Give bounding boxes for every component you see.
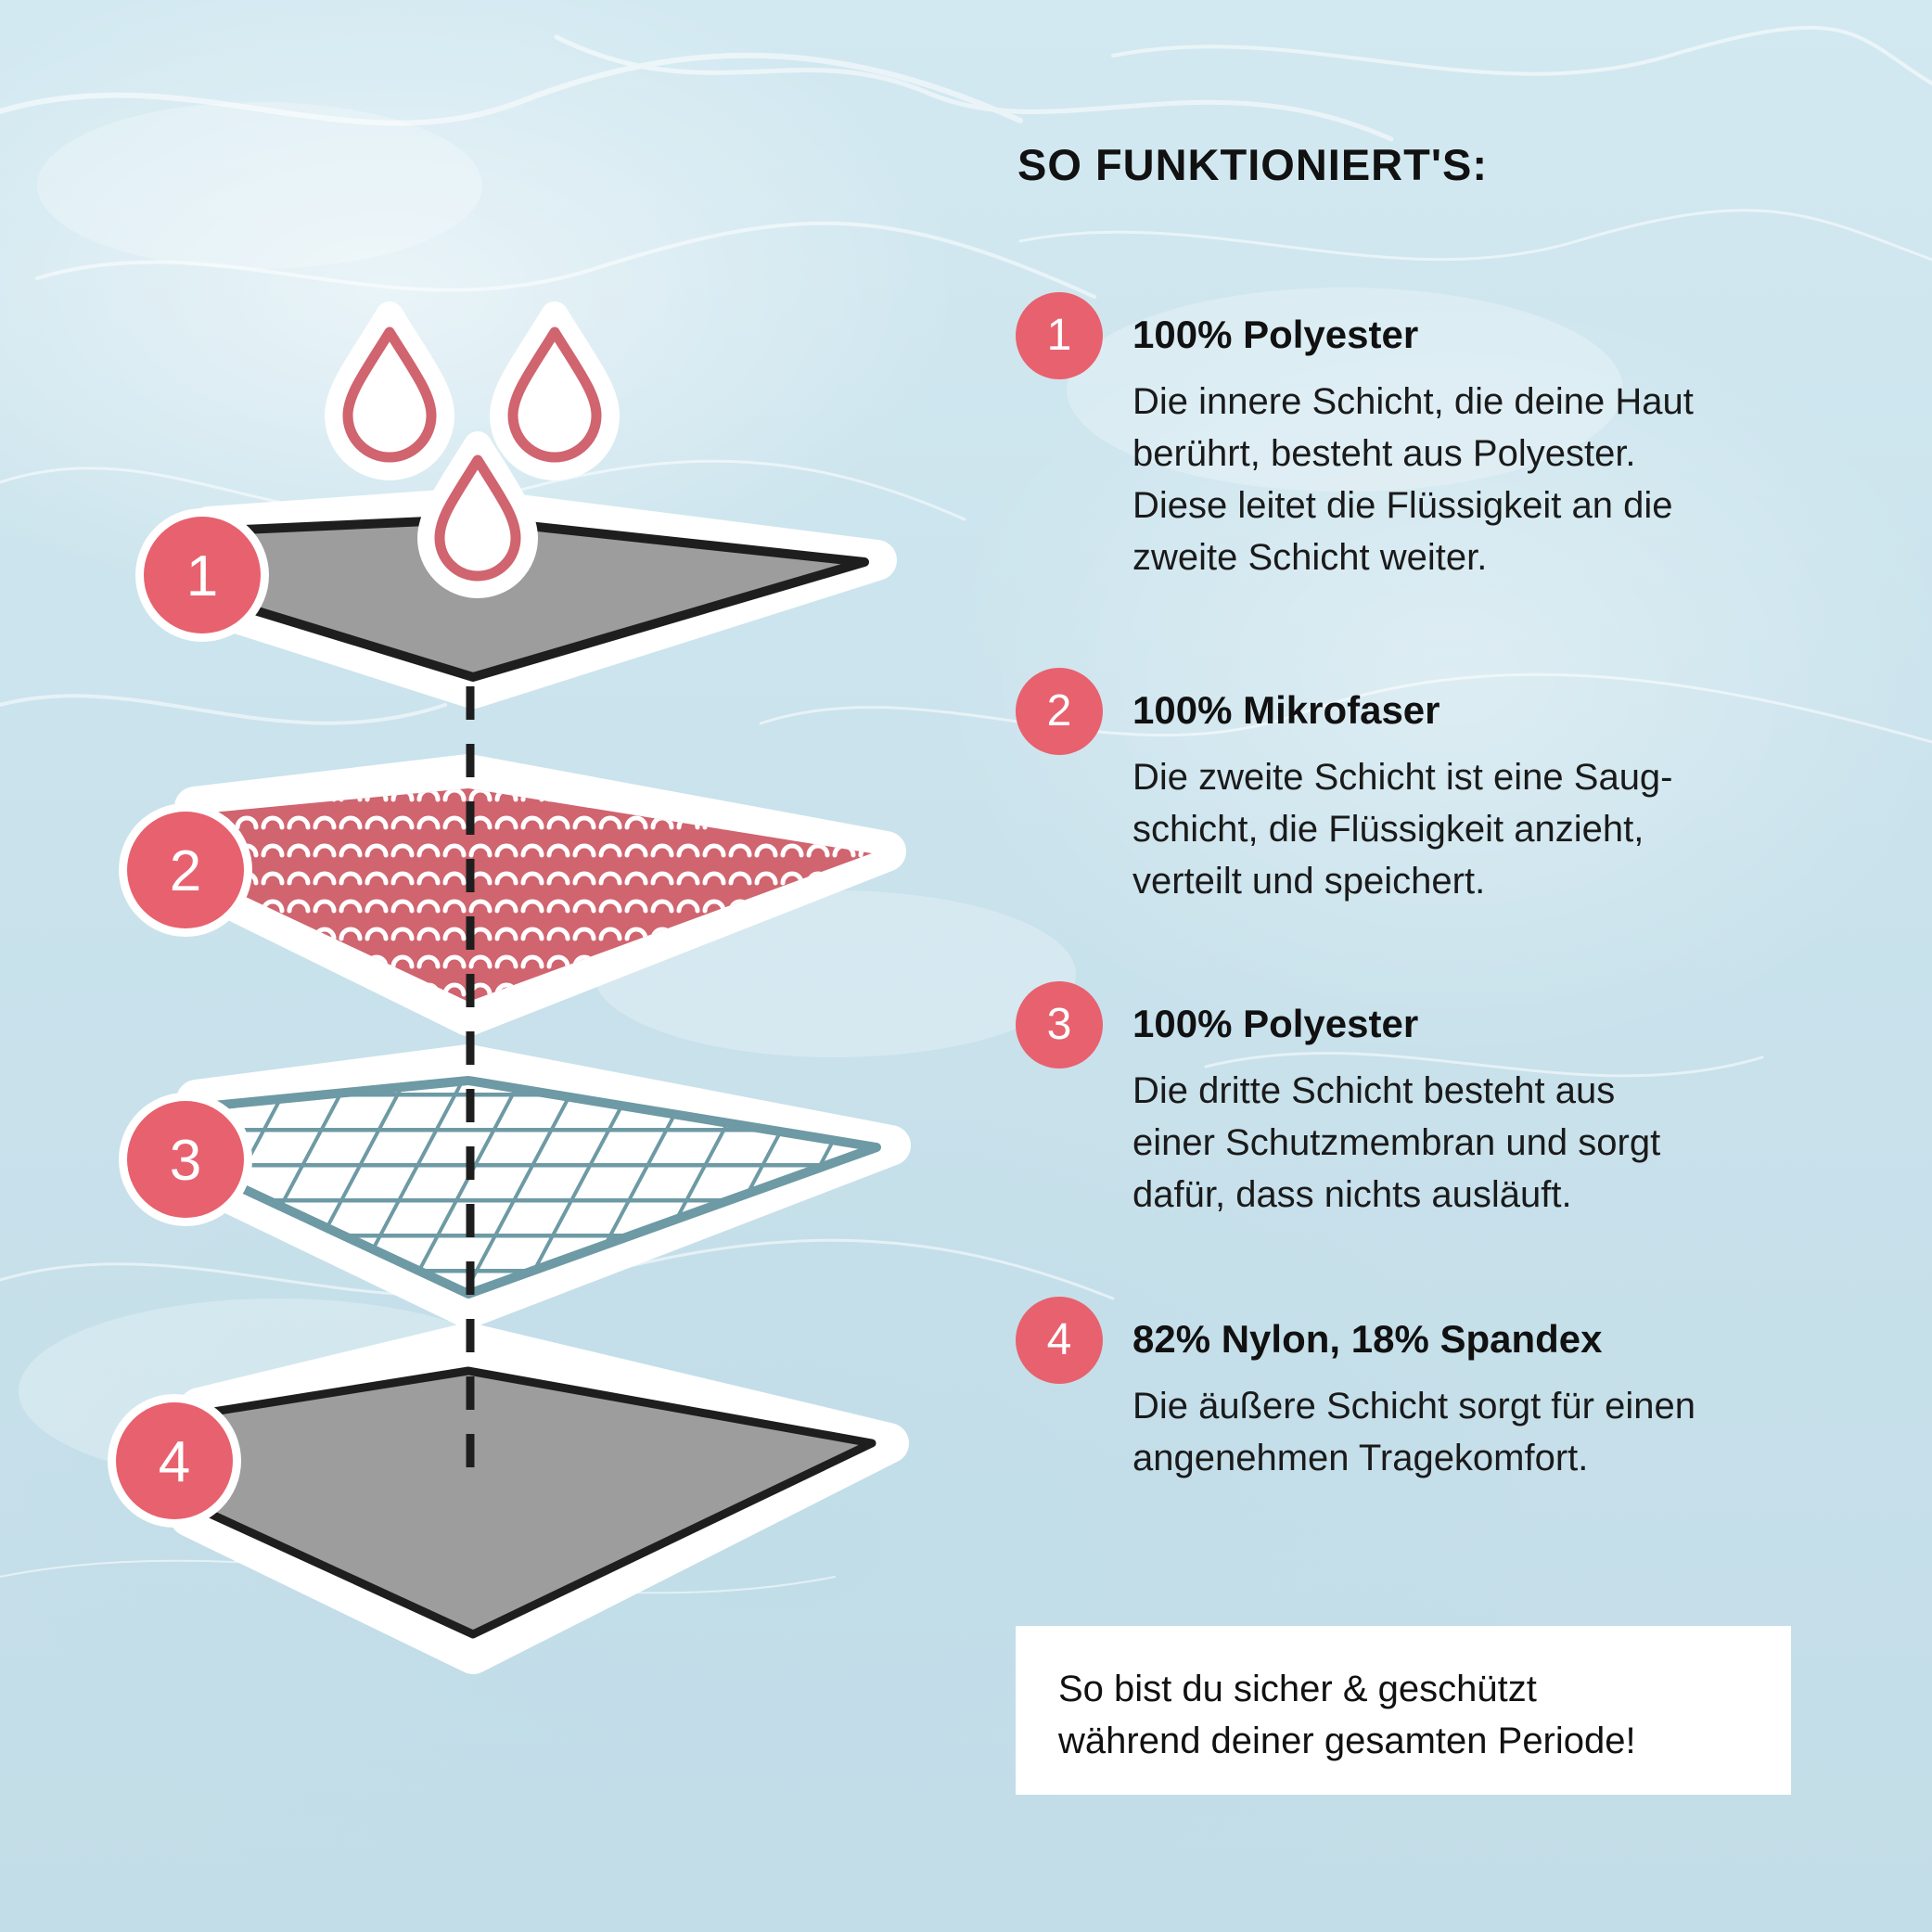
- layer-label-2: 2: [170, 839, 201, 903]
- description-line: Diese leitet die Flüssigkeit an die: [1132, 485, 1673, 526]
- drop-icon: [325, 301, 454, 480]
- layer-3-membrane: [167, 1044, 911, 1328]
- description-line: einer Schutzmembran und sorgt: [1132, 1122, 1661, 1163]
- layer-label-4: 4: [159, 1430, 190, 1494]
- step-description: Die dritte Schicht besteht aus einer Sch…: [1132, 1065, 1819, 1221]
- callout-line: während deiner gesamten Periode!: [1058, 1721, 1636, 1761]
- description-line: berührt, besteht aus Polyester.: [1132, 433, 1636, 474]
- step-number-badge: 1: [1016, 292, 1103, 379]
- drop-icon: [417, 431, 538, 598]
- description-line: Die äußere Schicht sorgt für einen: [1132, 1386, 1695, 1427]
- description-line: Die zweite Schicht ist eine Saug-: [1132, 757, 1673, 798]
- step-number-badge: 2: [1016, 668, 1103, 755]
- drop-icon: [490, 301, 620, 480]
- step-description: Die innere Schicht, die deine Haut berüh…: [1132, 376, 1819, 583]
- description-line: dafür, dass nichts ausläuft.: [1132, 1174, 1572, 1215]
- description-line: schicht, die Flüssigkeit anzieht,: [1132, 809, 1644, 850]
- callout-text: So bist du sicher & geschützt während de…: [1058, 1663, 1791, 1767]
- page-title: SO FUNKTIONIERT'S:: [1017, 140, 1489, 189]
- layer-2-absorbent: [165, 754, 906, 1036]
- description-line: Die innere Schicht, die deine Haut: [1132, 381, 1694, 422]
- layer-1-inner: [179, 488, 897, 709]
- layer-label-3: 3: [170, 1129, 201, 1193]
- description-line: zweite Schicht weiter.: [1132, 537, 1488, 578]
- description-line: angenehmen Tragekomfort.: [1132, 1438, 1589, 1478]
- step-description: Die äußere Schicht sorgt für einen angen…: [1132, 1380, 1819, 1484]
- step-number-badge: 4: [1016, 1297, 1103, 1384]
- callout-line: So bist du sicher & geschützt: [1058, 1669, 1537, 1709]
- description-line: Die dritte Schicht besteht aus: [1132, 1070, 1616, 1111]
- summary-callout: So bist du sicher & geschützt während de…: [1016, 1626, 1791, 1795]
- description-line: verteilt und speichert.: [1132, 861, 1486, 902]
- step-title: 100% Mikrofaser: [1132, 688, 1440, 732]
- step-title: 82% Nylon, 18% Spandex: [1132, 1317, 1603, 1361]
- layer-label-1: 1: [186, 544, 218, 608]
- step-number-badge: 3: [1016, 981, 1103, 1068]
- step-title: 100% Polyester: [1132, 1002, 1419, 1045]
- step-description: Die zweite Schicht ist eine Saug- schich…: [1132, 751, 1819, 907]
- layer-4-outer: [170, 1323, 909, 1674]
- step-title: 100% Polyester: [1132, 313, 1419, 356]
- layer-illustration: 1 2 3 4: [116, 301, 911, 1674]
